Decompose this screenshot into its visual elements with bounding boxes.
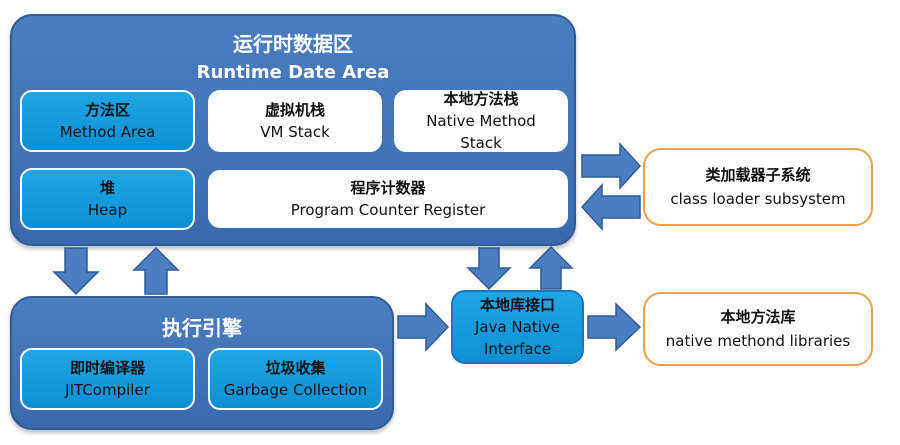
garbage-collection-label-zh: 垃圾收集 [265, 359, 326, 377]
native-method-stack-label-en-2: Stack [460, 134, 502, 152]
class-loader-box: 类加载器子系统 class loader subsystem [643, 148, 873, 226]
garbage-collection-label-en: Garbage Collection [223, 381, 368, 399]
native-method-stack-label-zh: 本地方法栈 [443, 90, 519, 108]
method-area-box: 方法区 Method Area [20, 90, 195, 152]
program-counter-label-en: Program Counter Register [290, 201, 486, 219]
jni-label-en-2: Interface [483, 340, 552, 358]
jit-compiler-label-en: JITCompiler [65, 381, 150, 399]
jit-compiler-label-zh: 即时编译器 [69, 359, 145, 377]
arrow-right-to-jni [397, 302, 450, 352]
jit-compiler-box: 即时编译器 JITCompiler [20, 348, 195, 410]
heap-label-en: Heap [87, 201, 128, 219]
garbage-collection-box: 垃圾收集 Garbage Collection [208, 348, 383, 410]
arrow-down-to-engine [52, 247, 100, 296]
vm-stack-label-en: VM Stack [260, 123, 330, 141]
runtime-data-area-title-en: Runtime Date Area [196, 62, 390, 83]
jni-box: 本地库接口 Java Native Interface [451, 290, 584, 364]
program-counter-box: 程序计数器 Program Counter Register [208, 170, 568, 228]
vm-stack-label-zh: 虚拟机栈 [264, 101, 325, 119]
method-area-label-zh: 方法区 [84, 101, 130, 119]
native-libraries-label-zh: 本地方法库 [720, 308, 796, 326]
vm-stack-box: 虚拟机栈 VM Stack [208, 90, 382, 152]
execution-engine-title: 执行引擎 [162, 316, 242, 340]
arrow-right-to-class-loader [581, 142, 642, 190]
arrow-up-from-engine [132, 246, 180, 295]
arrow-left-from-class-loader [580, 183, 641, 231]
native-method-stack-label-en-1: Native Method [426, 112, 536, 130]
jni-label-en-1: Java Native [474, 318, 561, 336]
native-libraries-label-en: native methond libraries [665, 332, 851, 350]
jni-label-zh: 本地库接口 [479, 296, 555, 314]
heap-label-zh: 堆 [99, 179, 115, 197]
arrow-up-from-jni [528, 245, 574, 290]
arrow-down-to-jni [466, 247, 512, 291]
class-loader-label-zh: 类加载器子系统 [705, 166, 811, 184]
native-method-stack-box: 本地方法栈 Native Method Stack [394, 90, 568, 152]
arrow-right-to-native-libraries [587, 302, 642, 352]
method-area-label-en: Method Area [59, 123, 156, 141]
program-counter-label-zh: 程序计数器 [350, 179, 426, 197]
heap-box: 堆 Heap [20, 168, 195, 230]
class-loader-label-en: class loader subsystem [670, 190, 846, 208]
native-libraries-box: 本地方法库 native methond libraries [643, 292, 873, 366]
runtime-data-area-title-zh: 运行时数据区 [233, 32, 353, 56]
